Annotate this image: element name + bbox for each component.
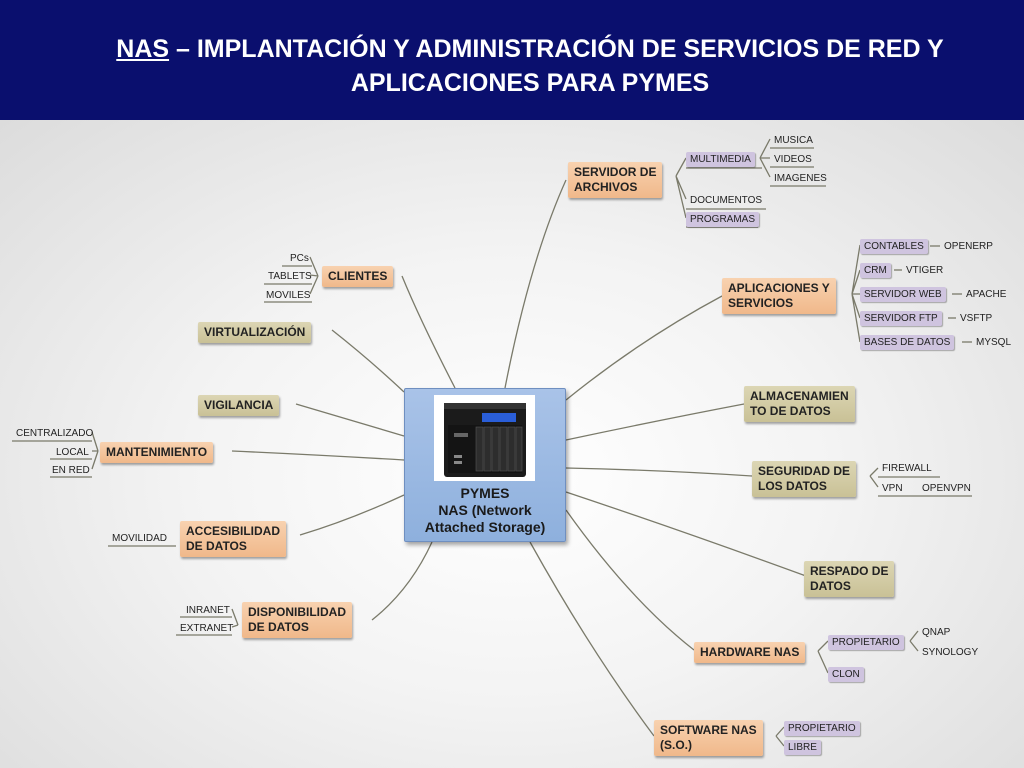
tag-vsftp[interactable]: VSFTP <box>960 313 993 324</box>
tag-libre[interactable]: LIBRE <box>784 740 821 755</box>
center-line-3: Attached Storage) <box>424 519 546 535</box>
node-software-nas[interactable]: SOFTWARE NAS (S.O.) <box>654 720 763 756</box>
node-label-line-2: (S.O.) <box>660 738 692 752</box>
node-almacenamiento-de-datos[interactable]: ALMACENAMIEN TO DE DATOS <box>744 386 855 422</box>
tag-movilidad[interactable]: MOVILIDAD <box>112 533 168 544</box>
tag-software-propietario[interactable]: PROPIETARIO <box>784 721 860 736</box>
tag-videos[interactable]: VIDEOS <box>774 154 812 165</box>
node-aplicaciones-y-servicios[interactable]: APLICACIONES Y SERVICIOS <box>722 278 836 314</box>
tag-moviles[interactable]: MOVILES <box>266 290 311 301</box>
node-label-line-2: SERVICIOS <box>728 296 794 310</box>
slide-header: NAS – IMPLANTACIÓN Y ADMINISTRACIÓN DE S… <box>0 0 1024 120</box>
node-label-line-2: DE DATOS <box>248 620 309 634</box>
node-hardware-nas[interactable]: HARDWARE NAS <box>694 642 806 663</box>
tag-apache[interactable]: APACHE <box>966 289 1007 300</box>
node-virtualizacion[interactable]: VIRTUALIZACIÓN <box>198 322 312 343</box>
tag-servidor-web[interactable]: SERVIDOR WEB <box>860 287 946 302</box>
node-accesibilidad-de-datos[interactable]: ACCESIBILIDAD DE DATOS <box>180 521 287 557</box>
tag-pcs[interactable]: PCs <box>290 253 309 264</box>
slide-title: NAS – IMPLANTACIÓN Y ADMINISTRACIÓN DE S… <box>90 32 970 100</box>
tag-inranet[interactable]: INRANET <box>186 605 230 616</box>
node-label-line-1: ACCESIBILIDAD <box>186 524 281 538</box>
tag-local[interactable]: LOCAL <box>56 447 89 458</box>
center-line-2: NAS (Network <box>438 502 532 518</box>
node-disponibilidad-de-datos[interactable]: DISPONIBILIDAD DE DATOS <box>242 602 353 638</box>
tag-tablets[interactable]: TABLETS <box>268 271 312 282</box>
tag-firewall[interactable]: FIREWALL <box>882 463 932 474</box>
node-vigilancia[interactable]: VIGILANCIA <box>198 395 280 416</box>
central-node-pymes-nas[interactable]: PYMES NAS (Network Attached Storage) <box>404 388 566 542</box>
node-label-line-2: DATOS <box>810 579 851 593</box>
tag-en-red[interactable]: EN RED <box>52 465 90 476</box>
tag-servidor-ftp[interactable]: SERVIDOR FTP <box>860 311 942 326</box>
node-label-line-2: LOS DATOS <box>758 479 827 493</box>
tag-clon[interactable]: CLON <box>828 667 864 682</box>
tag-vpn[interactable]: VPN <box>882 483 903 494</box>
title-rest: – IMPLANTACIÓN Y ADMINISTRACIÓN DE SERVI… <box>169 35 944 97</box>
tag-qnap[interactable]: QNAP <box>922 627 951 638</box>
tag-programas[interactable]: PROGRAMAS <box>686 212 760 227</box>
tag-bases-de-datos[interactable]: BASES DE DATOS <box>860 335 955 350</box>
node-label-line-2: TO DE DATOS <box>750 404 831 418</box>
node-clientes[interactable]: CLIENTES <box>322 266 394 287</box>
node-label-line-1: SEGURIDAD DE <box>758 464 851 478</box>
node-respaldo-de-datos[interactable]: RESPADO DE DATOS <box>804 561 895 597</box>
tag-contables[interactable]: CONTABLES <box>860 239 928 254</box>
tag-imagenes[interactable]: IMAGENES <box>774 173 827 184</box>
node-servidor-de-archivos[interactable]: SERVIDOR DE ARCHIVOS <box>568 162 663 198</box>
tag-documentos[interactable]: DOCUMENTOS <box>690 195 763 206</box>
node-seguridad-de-los-datos[interactable]: SEGURIDAD DE LOS DATOS <box>752 461 857 497</box>
tag-synology[interactable]: SYNOLOGY <box>922 647 979 658</box>
node-label-line-1: DISPONIBILIDAD <box>248 605 347 619</box>
node-label-line-1: SERVIDOR DE <box>574 165 657 179</box>
tag-hardware-propietario[interactable]: PROPIETARIO <box>828 635 904 650</box>
tag-openerp[interactable]: OPENERP <box>944 241 993 252</box>
node-label-line-1: RESPADO DE <box>810 564 889 578</box>
central-node-label: PYMES NAS (Network Attached Storage) <box>405 485 565 536</box>
nas-device-icon <box>434 395 535 481</box>
node-label-line-2: DE DATOS <box>186 539 247 553</box>
tag-openvpn[interactable]: OPENVPN <box>922 483 971 494</box>
tag-crm[interactable]: CRM <box>860 263 891 278</box>
tag-extranet[interactable]: EXTRANET <box>180 623 234 634</box>
node-label-line-2: ARCHIVOS <box>574 180 638 194</box>
tag-multimedia[interactable]: MULTIMEDIA <box>686 152 755 167</box>
title-prefix: NAS <box>116 35 170 63</box>
node-label-line-1: APLICACIONES Y <box>728 281 830 295</box>
node-label-line-1: ALMACENAMIEN <box>750 389 849 403</box>
center-line-1: PYMES <box>460 485 510 501</box>
node-mantenimiento[interactable]: MANTENIMIENTO <box>100 442 214 463</box>
tag-vtiger[interactable]: VTIGER <box>906 265 944 276</box>
tag-musica[interactable]: MUSICA <box>774 135 813 146</box>
node-label-line-1: SOFTWARE NAS <box>660 723 757 737</box>
tag-centralizado[interactable]: CENTRALIZADO <box>16 428 94 439</box>
tag-mysql[interactable]: MYSQL <box>976 337 1012 348</box>
